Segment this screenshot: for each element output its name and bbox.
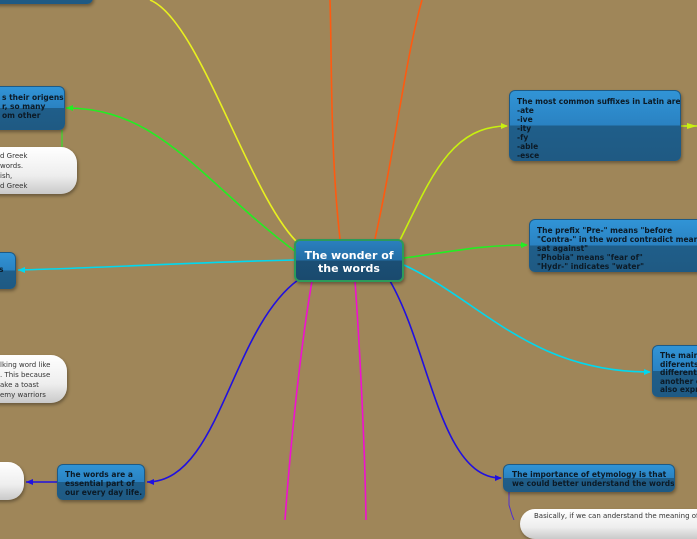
link-orange-1 bbox=[329, 0, 341, 240]
node-top-left[interactable] bbox=[0, 0, 93, 4]
link-magenta-2 bbox=[354, 280, 367, 520]
node-text: diferents bbox=[660, 359, 697, 369]
note-basically[interactable]: Basically, if we can anderstand the mean… bbox=[520, 509, 697, 539]
node-text: r, so many bbox=[2, 102, 46, 111]
node-text: The importance of etymology is that bbox=[512, 470, 667, 479]
note-text: d Greek bbox=[0, 152, 28, 160]
node-text: The most common suffixes in Latin are: bbox=[517, 97, 681, 106]
central-topic[interactable]: The wonder of the words bbox=[294, 239, 404, 282]
link-words-essential bbox=[146, 279, 299, 483]
central-topic-title: The wonder of the words bbox=[304, 249, 394, 275]
node-left-s[interactable]: s bbox=[0, 252, 16, 289]
node-words-essential[interactable]: The words are a essential part of our ev… bbox=[57, 464, 145, 500]
node-left-origins[interactable]: s their origens r, so many om other bbox=[0, 86, 65, 130]
node-text: essential part of bbox=[65, 479, 135, 488]
note-text: lking word like bbox=[0, 361, 51, 369]
link-etymology-note bbox=[508, 492, 515, 520]
note-text: . This because bbox=[0, 371, 51, 379]
node-text: s their origens bbox=[2, 93, 64, 102]
note-greek[interactable]: d Greek words. ish, d Greek bbox=[0, 147, 77, 194]
node-text: also expre bbox=[660, 385, 697, 394]
link-etymology bbox=[389, 280, 502, 479]
note-text: emy warriors bbox=[0, 391, 46, 399]
link-prefixes bbox=[403, 244, 528, 259]
link-left-s bbox=[17, 259, 295, 271]
node-text: -able bbox=[517, 142, 539, 151]
node-text: -esce bbox=[517, 151, 540, 160]
link-top-left bbox=[149, 0, 301, 246]
node-text: "Phobia" means "fear of" bbox=[537, 253, 643, 262]
node-suffixes[interactable]: The most common suffixes in Latin are: -… bbox=[509, 90, 681, 161]
note-empty[interactable] bbox=[0, 462, 24, 500]
link-suffixes bbox=[399, 125, 508, 241]
node-text: -ive bbox=[517, 115, 533, 124]
note-text: Basically, if we can anderstand the mean… bbox=[534, 512, 697, 520]
link-left-origins bbox=[65, 107, 297, 253]
node-text: sat against" bbox=[537, 244, 589, 253]
node-text: The words are a bbox=[65, 470, 133, 479]
node-text: om other bbox=[2, 111, 41, 120]
node-text: -ate bbox=[517, 106, 534, 115]
node-text: -fy bbox=[517, 133, 529, 142]
node-main-differents[interactable]: The main diferents differents another o … bbox=[652, 345, 697, 397]
connectors bbox=[17, 0, 697, 520]
note-text: ake a toast bbox=[0, 381, 39, 389]
link-magenta-1 bbox=[284, 280, 313, 520]
node-text: "Contra-" in the word contradict means " bbox=[537, 235, 697, 244]
note-text: words. bbox=[0, 162, 24, 170]
note-viking[interactable]: lking word like . This because ake a toa… bbox=[0, 355, 67, 403]
node-etymology[interactable]: The importance of etymology is that we c… bbox=[503, 464, 675, 492]
node-text: we could better understand the words. bbox=[512, 479, 675, 488]
node-prefixes[interactable]: The prefix "Pre-" means "before "Contra-… bbox=[529, 219, 697, 272]
link-orange-2 bbox=[374, 0, 423, 240]
node-text: another o bbox=[660, 376, 697, 386]
node-text: "Hydr-" indicates "water" bbox=[537, 262, 645, 271]
node-text: -ity bbox=[517, 124, 532, 133]
node-text: The prefix "Pre-" means "before bbox=[537, 226, 673, 235]
note-text: ish, bbox=[0, 172, 13, 180]
node-text: differents bbox=[660, 368, 697, 377]
node-text: s bbox=[0, 265, 15, 274]
node-text: The main bbox=[660, 351, 697, 360]
link-main-differents bbox=[403, 264, 651, 373]
note-text: d Greek bbox=[0, 182, 28, 190]
node-text: our every day life. bbox=[65, 488, 143, 497]
